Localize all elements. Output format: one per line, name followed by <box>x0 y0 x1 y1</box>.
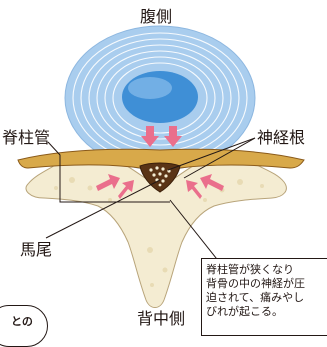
label-ventral: 腹側 <box>140 3 172 27</box>
note-line: びれが起こる。 <box>206 305 327 319</box>
corner-badge-text: との <box>11 313 33 329</box>
label-dorsal: 背中側 <box>137 305 185 329</box>
corner-badge: との <box>0 305 48 347</box>
label-spinal-canal: 脊柱管 <box>2 124 50 148</box>
label-cauda-equina: 馬尾 <box>20 236 52 260</box>
note-line: 背骨の中の神経が圧 <box>206 277 327 291</box>
note-line: 脊柱管が狭くなり <box>206 263 327 277</box>
note-line: 迫されて、痛みやし <box>206 291 327 305</box>
explanation-note: 脊柱管が狭くなり 背骨の中の神経が圧 迫されて、痛みやし びれが起こる。 <box>201 258 327 336</box>
label-nerve-root: 神経根 <box>257 124 305 148</box>
